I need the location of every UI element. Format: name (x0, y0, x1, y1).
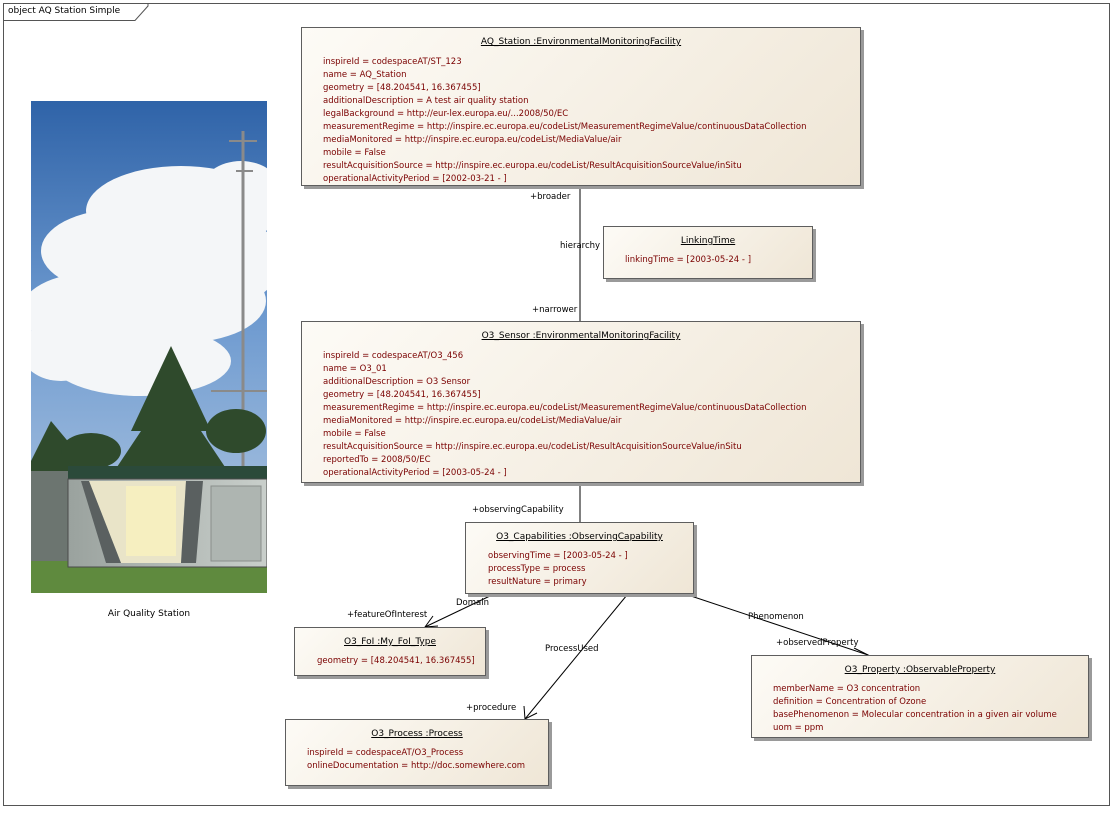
label-feature-of-interest: +featureOfInterest (347, 610, 428, 620)
attribute: linkingTime = [2003-05-24 - ] (625, 255, 752, 265)
object-title: AQ_Station :EnvironmentalMonitoringFacil… (480, 37, 682, 47)
object-o3-foi[interactable]: O3_FoI :My_FoI_Type geometry = [48.20454… (294, 627, 486, 676)
object-title: LinkingTime (680, 236, 736, 246)
object-aq-station[interactable]: AQ_Station :EnvironmentalMonitoringFacil… (301, 27, 861, 186)
attribute: geometry = [48.204541, 16.367455] (317, 656, 475, 666)
label-procedure: +procedure (466, 703, 517, 713)
attribute: measurementRegime = http://inspire.ec.eu… (323, 122, 807, 132)
object-o3-process[interactable]: O3_Process :Process inspireId = codespac… (285, 719, 549, 786)
object-linking-time[interactable]: LinkingTime linkingTime = [2003-05-24 - … (603, 226, 813, 279)
attribute: operationalActivityPeriod = [2003-05-24 … (323, 468, 507, 478)
photo-caption: Air Quality Station (107, 609, 191, 619)
frame-tab-outline (3, 3, 149, 21)
attribute-list: inspireId = codespaceAT/ST_123 name = AQ… (323, 56, 806, 186)
label-hierarchy: hierarchy (560, 241, 601, 251)
label-observing-capability: +observingCapability (472, 505, 564, 515)
attribute: memberName = O3 concentration (773, 684, 921, 694)
label-domain: Domain (456, 598, 489, 608)
attribute: resultAcquisitionSource = http://inspire… (323, 161, 742, 171)
object-o3-capabilities[interactable]: O3_Capabilities :ObservingCapability obs… (465, 522, 694, 594)
attribute: inspireId = codespaceAT/O3_Process (307, 748, 464, 758)
label-broader: +broader (530, 192, 571, 202)
attribute-list: geometry = [48.204541, 16.367455] (317, 655, 475, 668)
label-narrower: +narrower (532, 305, 578, 315)
attribute: onlineDocumentation = http://doc.somewhe… (307, 761, 526, 771)
attribute: mobile = False (323, 429, 386, 439)
attribute: definition = Concentration of Ozone (773, 697, 927, 707)
attribute: basePhenomenon = Molecular concentration… (773, 710, 1057, 720)
object-o3-sensor[interactable]: O3_Sensor :EnvironmentalMonitoringFacili… (301, 321, 861, 483)
attribute: legalBackground = http://eur-lex.europa.… (323, 109, 569, 119)
attribute: geometry = [48.204541, 16.367455] (323, 83, 481, 93)
phenomenon-connector (687, 594, 869, 656)
attribute: inspireId = codespaceAT/O3_456 (323, 351, 464, 361)
attribute: operationalActivityPeriod = [2002-03-21 … (323, 174, 507, 184)
attribute-list: memberName = O3 concentration definition… (773, 683, 1057, 735)
object-title: O3_Sensor :EnvironmentalMonitoringFacili… (481, 331, 681, 341)
monitoring-cabin (67, 466, 267, 568)
diagram-title: object AQ Station Simple (8, 6, 121, 16)
attribute: mediaMonitored = http://inspire.ec.europ… (323, 416, 622, 426)
attribute-list: inspireId = codespaceAT/O3_Process onlin… (307, 747, 525, 773)
domain-connector (424, 594, 493, 628)
object-title: O3_FoI :My_FoI_Type (344, 637, 436, 647)
attribute-list: linkingTime = [2003-05-24 - ] (625, 254, 751, 267)
tree-shapes (31, 346, 266, 481)
air-quality-station-photo (31, 101, 267, 593)
attribute: additionalDescription = A test air quali… (323, 96, 529, 106)
attribute: geometry = [48.204541, 16.367455] (323, 390, 481, 400)
attribute: uom = ppm (773, 723, 824, 733)
attribute-list: observingTime = [2003-05-24 - ] processT… (488, 550, 628, 589)
label-process-used: ProcessUsed (545, 644, 599, 654)
attribute: mediaMonitored = http://inspire.ec.europ… (323, 135, 622, 145)
attribute: observingTime = [2003-05-24 - ] (488, 551, 628, 561)
attribute: mobile = False (323, 148, 386, 158)
attribute: processType = process (488, 564, 586, 574)
object-title: O3_Process :Process (371, 729, 463, 739)
attribute: inspireId = codespaceAT/ST_123 (323, 57, 462, 67)
object-o3-property[interactable]: O3_Property :ObservableProperty memberNa… (751, 655, 1089, 738)
attribute: reportedTo = 2008/50/EC (323, 455, 431, 465)
label-observed-property: +observedProperty (776, 638, 859, 648)
label-phenomenon: Phenomenon (748, 612, 804, 622)
process-used-connector (524, 594, 628, 720)
attribute: additionalDescription = O3 Sensor (323, 377, 471, 387)
attribute-list: inspireId = codespaceAT/O3_456 name = O3… (323, 350, 806, 480)
attribute: name = AQ_Station (323, 70, 407, 80)
attribute: resultNature = primary (488, 577, 587, 587)
object-title: O3_Capabilities :ObservingCapability (496, 532, 663, 542)
attribute: measurementRegime = http://inspire.ec.eu… (323, 403, 807, 413)
attribute: name = O3_01 (323, 364, 387, 374)
cloud-shape (31, 161, 267, 396)
attribute: resultAcquisitionSource = http://inspire… (323, 442, 742, 452)
object-title: O3_Property :ObservableProperty (844, 665, 996, 675)
